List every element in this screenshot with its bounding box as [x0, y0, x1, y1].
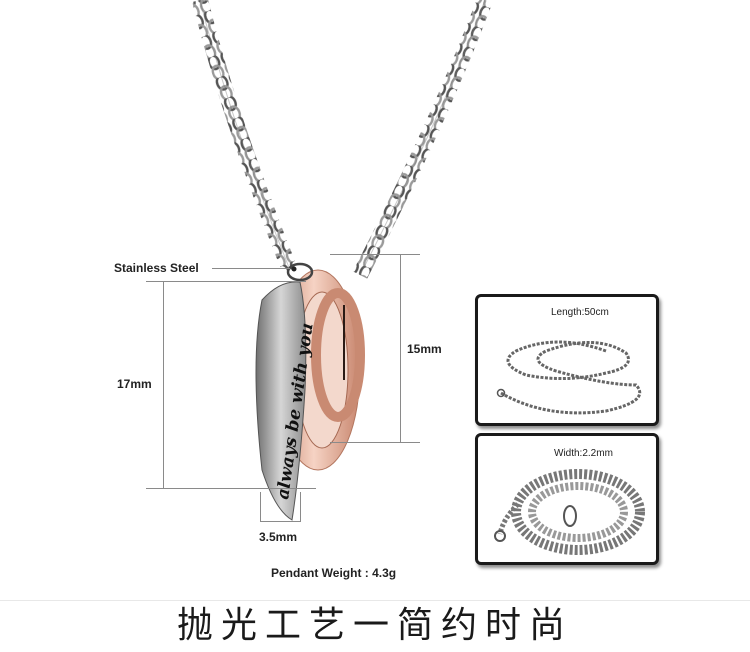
stainless-leader-line — [212, 268, 290, 269]
height-15mm-bottom-tick — [330, 442, 420, 443]
height-17mm-top-tick — [146, 281, 306, 282]
footer-divider — [0, 600, 750, 601]
band-width-label: 3.5mm — [259, 530, 298, 544]
pendant-weight-label: Pendant Weight : 4.3g — [271, 566, 397, 580]
height-15mm-axis — [400, 254, 401, 442]
chain-width-label: Width:2.2mm — [554, 448, 613, 459]
material-label: Stainless Steel — [114, 261, 199, 275]
necklace-chain-illustration: always be with you — [192, 0, 493, 521]
coiled-chain-icon — [496, 340, 642, 415]
width-left-tick — [260, 492, 261, 522]
height-15mm-top-tick — [330, 254, 420, 255]
chain-length-panel: Length:50cm — [475, 294, 659, 426]
chain-length-label: Length:50cm — [551, 307, 609, 318]
footer-slogan: 抛光工艺一简约时尚 — [176, 605, 573, 646]
ring-height-label: 15mm — [407, 342, 442, 356]
height-17mm-axis — [163, 281, 164, 488]
chain-width-panel: Width:2.2mm — [475, 433, 659, 565]
width-right-tick — [300, 492, 301, 522]
height-17mm-bottom-tick — [146, 488, 316, 489]
piled-chain-icon — [494, 469, 645, 555]
total-height-label: 17mm — [117, 377, 152, 391]
width-axis — [260, 521, 301, 522]
